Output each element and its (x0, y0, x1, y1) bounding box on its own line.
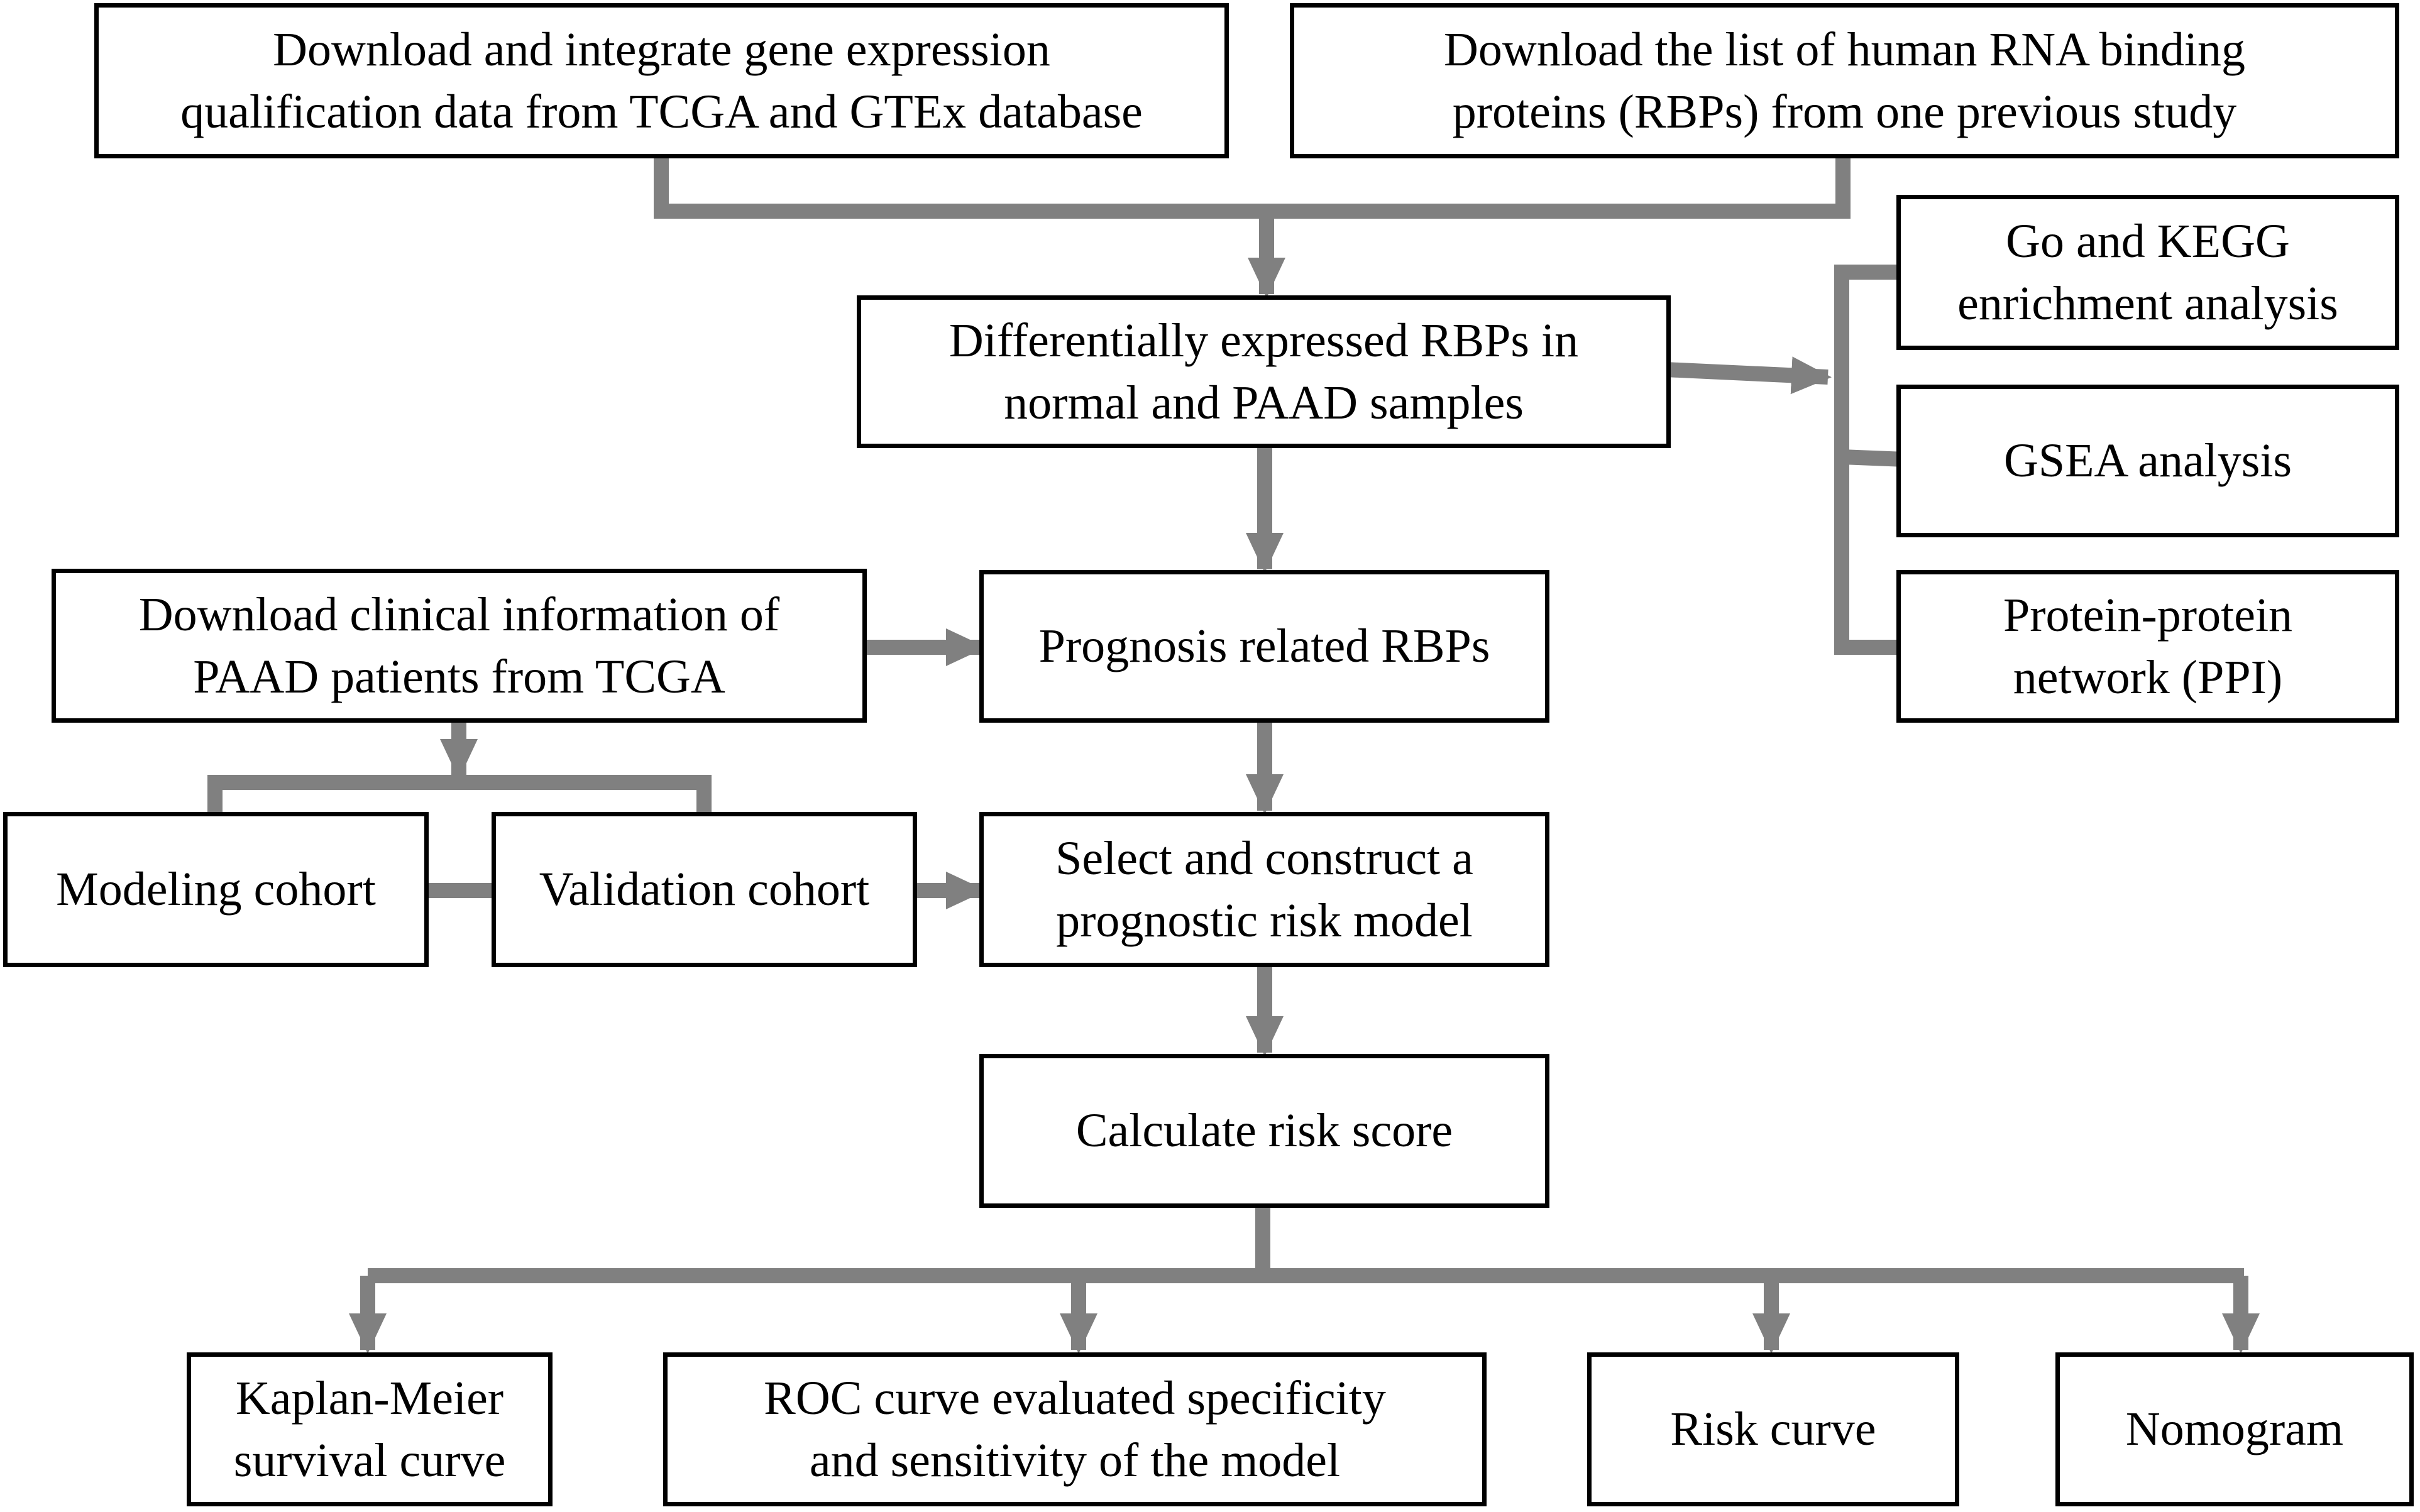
box-line: GSEA analysis (2003, 434, 2292, 488)
box-line: Kaplan-Meier (235, 1371, 504, 1425)
box-line: Calculate risk score (1075, 1104, 1453, 1158)
box-line: proteins (RBPs) from one previous study (1452, 85, 2237, 138)
box-line: survival curve (233, 1433, 506, 1487)
clinical-info-box: Download clinical information of PAAD pa… (52, 569, 867, 723)
box-line: qualification data from TCGA and GTEx da… (180, 85, 1143, 138)
risk-curve-box: Risk curve (1587, 1352, 1959, 1506)
box-line: Select and construct a (1055, 831, 1473, 885)
ppi-box: Protein-protein network (PPI) (1896, 570, 2399, 723)
roc-curve-box: ROC curve evaluated specificity and sens… (663, 1352, 1487, 1506)
go-kegg-box: Go and KEGG enrichment analysis (1896, 195, 2399, 350)
box-line: network (PPI) (2013, 650, 2283, 704)
box-line: Validation cohort (539, 863, 870, 916)
box-line: Differentially expressed RBPs in (949, 314, 1579, 367)
box-line: Protein-protein (2003, 588, 2293, 642)
gsea-box: GSEA analysis (1896, 385, 2399, 537)
box-line: Go and KEGG (2006, 214, 2290, 268)
box-line: Download and integrate gene expression (273, 23, 1050, 76)
cohort-split-bracket (207, 775, 712, 817)
box-line: ROC curve evaluated specificity (764, 1371, 1386, 1425)
box-line: Nomogram (2125, 1403, 2344, 1456)
nomogram-box: Nomogram (2055, 1352, 2414, 1506)
differential-rbps-box: Differentially expressed RBPs in normal … (857, 295, 1671, 448)
modeling-cohort-box: Modeling cohort (3, 812, 429, 967)
top-merge-connector (654, 152, 1851, 219)
rbp-list-download-box: Download the list of human RNA binding p… (1290, 3, 2399, 158)
box-line: Risk curve (1670, 1403, 1876, 1456)
box-line: prognostic risk model (1056, 894, 1473, 947)
box-line: and sensitivity of the model (809, 1433, 1341, 1487)
gsea-branch (1841, 449, 1905, 467)
prognosis-rbps-box: Prognosis related RBPs (979, 570, 1549, 723)
box-line: Download clinical information of (138, 588, 780, 641)
kaplan-meier-box: Kaplan-Meier survival curve (187, 1352, 553, 1506)
box-line: Download the list of human RNA binding (1443, 23, 2246, 76)
box-line: Modeling cohort (56, 863, 376, 916)
box-line: Prognosis related RBPs (1038, 620, 1490, 673)
box-line: enrichment analysis (1957, 277, 2338, 330)
validation-cohort-box: Validation cohort (492, 812, 917, 967)
arrow-to-analysis-group (1665, 356, 1832, 395)
risk-score-box: Calculate risk score (979, 1054, 1549, 1208)
box-line: normal and PAAD samples (1004, 376, 1524, 429)
tcga-gtex-download-box: Download and integrate gene expression q… (94, 3, 1229, 158)
risk-model-box: Select and construct a prognostic risk m… (979, 812, 1549, 967)
box-line: PAAD patients from TCGA (193, 650, 725, 703)
